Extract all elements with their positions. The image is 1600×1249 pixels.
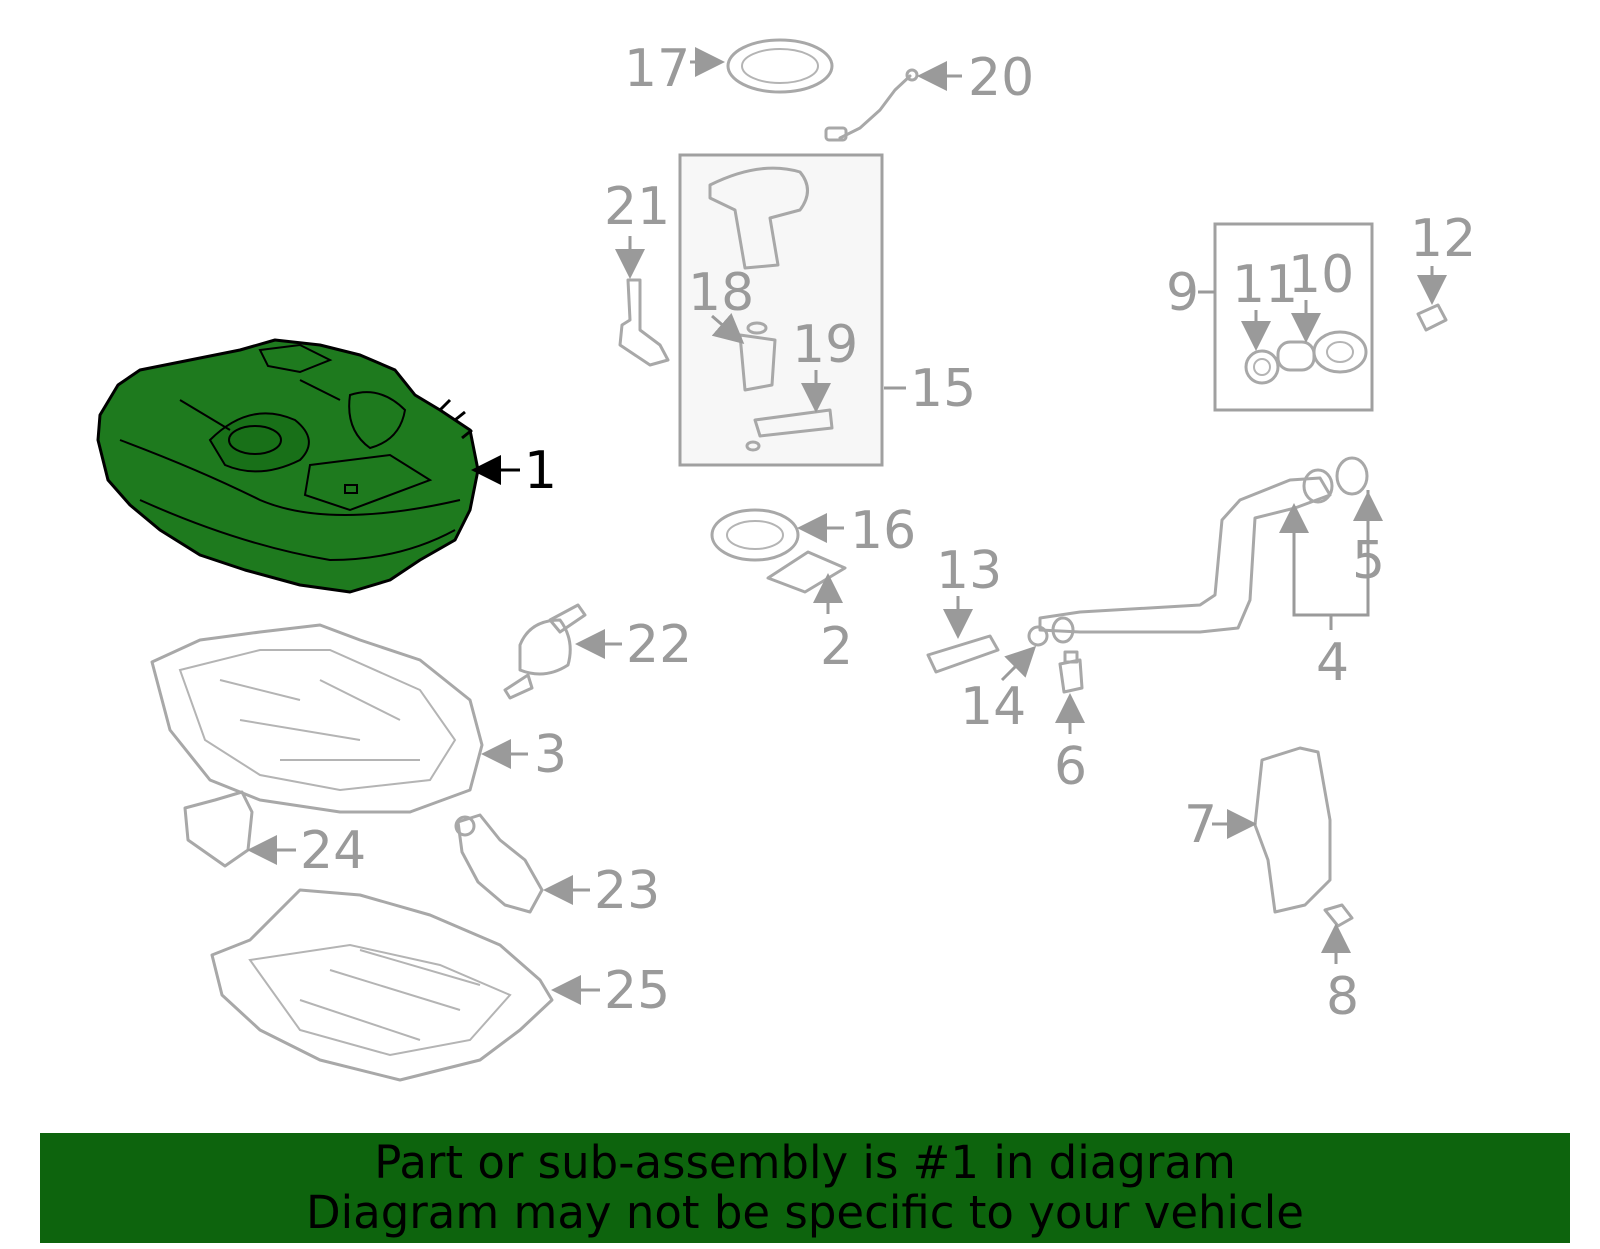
callout-9: 9	[1166, 263, 1199, 323]
canister-part-22[interactable]	[503, 603, 587, 700]
fuel-tank-part-1[interactable]	[96, 338, 480, 594]
sender-part-21[interactable]	[618, 278, 670, 367]
gasket-part-2[interactable]	[766, 550, 847, 594]
callout-18: 18	[688, 263, 754, 323]
info-banner: Part or sub-assembly is #1 in diagram Di…	[40, 1133, 1570, 1243]
tank-tray-part-3[interactable]	[150, 623, 484, 814]
callout-13: 13	[936, 541, 1002, 601]
clamp-part-14[interactable]	[1027, 625, 1049, 647]
callout-17: 17	[624, 39, 690, 99]
callout-10: 10	[1288, 245, 1354, 305]
callout-23: 23	[594, 861, 660, 921]
clip-part-8[interactable]	[1323, 903, 1354, 928]
filler-cap-box-9[interactable]	[1213, 222, 1374, 412]
grommet-part-12[interactable]	[1416, 303, 1448, 332]
banner-line-1: Part or sub-assembly is #1 in diagram	[374, 1136, 1236, 1189]
callout-5: 5	[1352, 531, 1385, 591]
filler-neck-part-4[interactable]	[1038, 468, 1334, 644]
callout-3: 3	[534, 725, 567, 785]
pump-assembly-box-15[interactable]	[678, 153, 884, 467]
skid-shield-part-25[interactable]	[210, 888, 554, 1082]
retainer-ring-part-16[interactable]	[710, 508, 800, 562]
valve-part-6[interactable]	[1058, 650, 1084, 694]
callout-20: 20	[968, 48, 1034, 108]
callout-14: 14	[960, 677, 1026, 737]
callout-24: 24	[300, 821, 366, 881]
callout-6: 6	[1054, 737, 1087, 797]
callout-7: 7	[1184, 795, 1217, 855]
callout-12: 12	[1410, 209, 1476, 269]
callout-2: 2	[820, 617, 853, 677]
bracket-part-24[interactable]	[183, 790, 254, 868]
callout-11: 11	[1232, 255, 1298, 315]
harness-part-20[interactable]	[824, 68, 919, 142]
callout-8: 8	[1326, 967, 1359, 1027]
callout-21: 21	[604, 177, 670, 237]
callout-25: 25	[604, 961, 670, 1021]
callout-1: 1	[524, 441, 557, 501]
pump-cover-part-17[interactable]	[726, 38, 834, 94]
heat-shield-part-7[interactable]	[1253, 746, 1332, 914]
hose-part-13[interactable]	[926, 634, 1000, 674]
callout-4: 4	[1316, 633, 1349, 693]
callout-19: 19	[792, 315, 858, 375]
callout-16: 16	[850, 501, 916, 561]
pump-part-23[interactable]	[454, 813, 544, 914]
callout-22: 22	[626, 615, 692, 675]
banner-line-2: Diagram may not be specific to your vehi…	[306, 1186, 1304, 1239]
callout-15: 15	[910, 359, 976, 419]
gasket-part-5[interactable]	[1335, 456, 1369, 496]
